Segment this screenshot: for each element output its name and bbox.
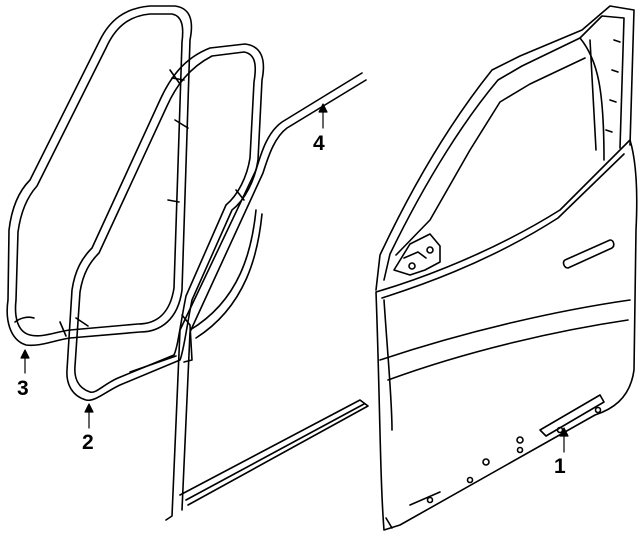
callout-1: 1 (554, 455, 566, 478)
callout-3: 3 (17, 377, 29, 400)
weatherstrip-2 (66, 43, 265, 402)
weatherstrip-3 (6, 5, 193, 347)
callout-4: 4 (313, 132, 325, 155)
leader-lines (20, 103, 569, 453)
run-channel-4 (165, 72, 369, 521)
callout-2: 2 (82, 431, 94, 454)
door-shell-1 (375, 5, 638, 531)
